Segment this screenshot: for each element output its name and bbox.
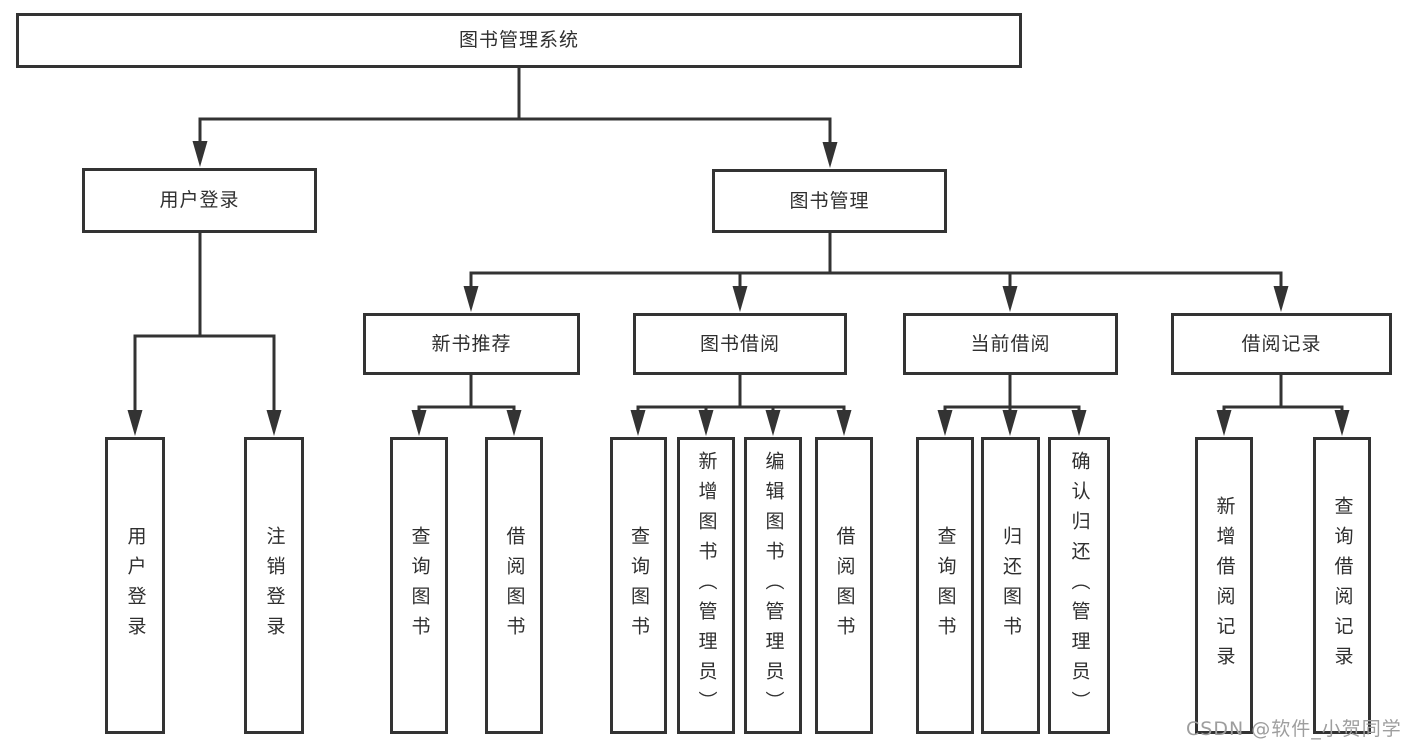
connector-mgmt-branch (463, 233, 1289, 312)
leaf-label: 确认归还（管理员） (1068, 450, 1091, 721)
leaf-label: 查询图书 (408, 525, 431, 646)
node-leaf-current-query-book: 查询图书 (916, 437, 974, 734)
node-leaf-logout: 注销登录 (244, 437, 304, 734)
node-leaf-confirm-return-admin: 确认归还（管理员） (1048, 437, 1110, 734)
node-group-current-borrow: 当前借阅 (903, 313, 1118, 375)
node-leaf-borrow-book: 借阅图书 (815, 437, 873, 734)
node-leaf-edit-book-admin: 编辑图书（管理员） (744, 437, 802, 734)
connector-group-recommend (411, 375, 522, 436)
connector-login-branch (127, 233, 282, 436)
csdn-watermark: CSDN @软件_小贺同学 (1186, 718, 1402, 740)
leaf-label: 借阅图书 (833, 525, 856, 646)
leaf-label: 新增图书（管理员） (695, 450, 718, 721)
leaf-label: 归还图书 (1000, 525, 1022, 646)
leaf-label: 用户登录 (124, 525, 147, 646)
leaf-label: 新增借阅记录 (1213, 495, 1236, 676)
connector-group-current (937, 375, 1087, 436)
node-leaf-return-book: 归还图书 (981, 437, 1040, 734)
leaf-label: 编辑图书（管理员） (762, 450, 785, 721)
node-group-book-borrow: 图书借阅 (633, 313, 847, 375)
leaf-label: 查询图书 (628, 525, 650, 646)
node-group-borrow-records: 借阅记录 (1171, 313, 1392, 375)
leaf-label: 注销登录 (263, 525, 286, 646)
node-user-login-branch: 用户登录 (82, 168, 317, 233)
connector-group-records (1216, 375, 1350, 436)
node-group-new-book-recommend: 新书推荐 (363, 313, 580, 375)
node-leaf-borrow-query-book: 查询图书 (610, 437, 667, 734)
node-book-mgmt-branch: 图书管理 (712, 169, 947, 233)
node-leaf-add-borrow-record: 新增借阅记录 (1195, 437, 1253, 734)
node-leaf-query-borrow-record: 查询借阅记录 (1313, 437, 1371, 734)
node-root-system: 图书管理系统 (16, 13, 1022, 68)
node-leaf-add-book-admin: 新增图书（管理员） (677, 437, 735, 734)
connector-group-borrow (630, 375, 852, 436)
node-leaf-recommend-query-book: 查询图书 (390, 437, 448, 734)
leaf-label: 查询图书 (934, 525, 957, 646)
node-leaf-user-login: 用户登录 (105, 437, 165, 734)
leaf-label: 查询借阅记录 (1331, 495, 1354, 676)
node-leaf-recommend-borrow-book: 借阅图书 (485, 437, 543, 734)
connector-root-branch (192, 68, 838, 168)
leaf-label: 借阅图书 (503, 525, 526, 646)
